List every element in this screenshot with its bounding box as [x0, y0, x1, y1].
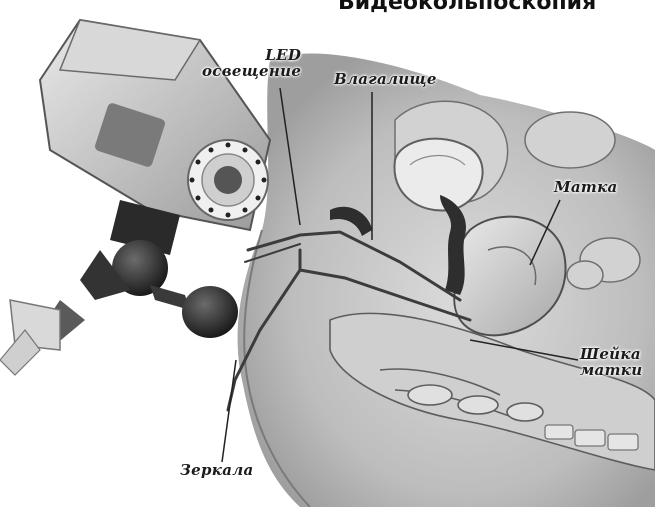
- mount-arm-shape: [0, 200, 238, 375]
- speculum-label: Зеркала: [180, 463, 254, 479]
- cervix-label: Шейка матки: [580, 347, 642, 379]
- cervix-label-line2: матки: [580, 363, 642, 379]
- mirrors-leader-line: [222, 360, 236, 462]
- uterus-label: Матка: [554, 180, 618, 196]
- led-lighting-label: LED освещение: [202, 48, 301, 80]
- vagina-label: Влагалище: [334, 72, 437, 88]
- led-label-line2: освещение: [202, 64, 301, 80]
